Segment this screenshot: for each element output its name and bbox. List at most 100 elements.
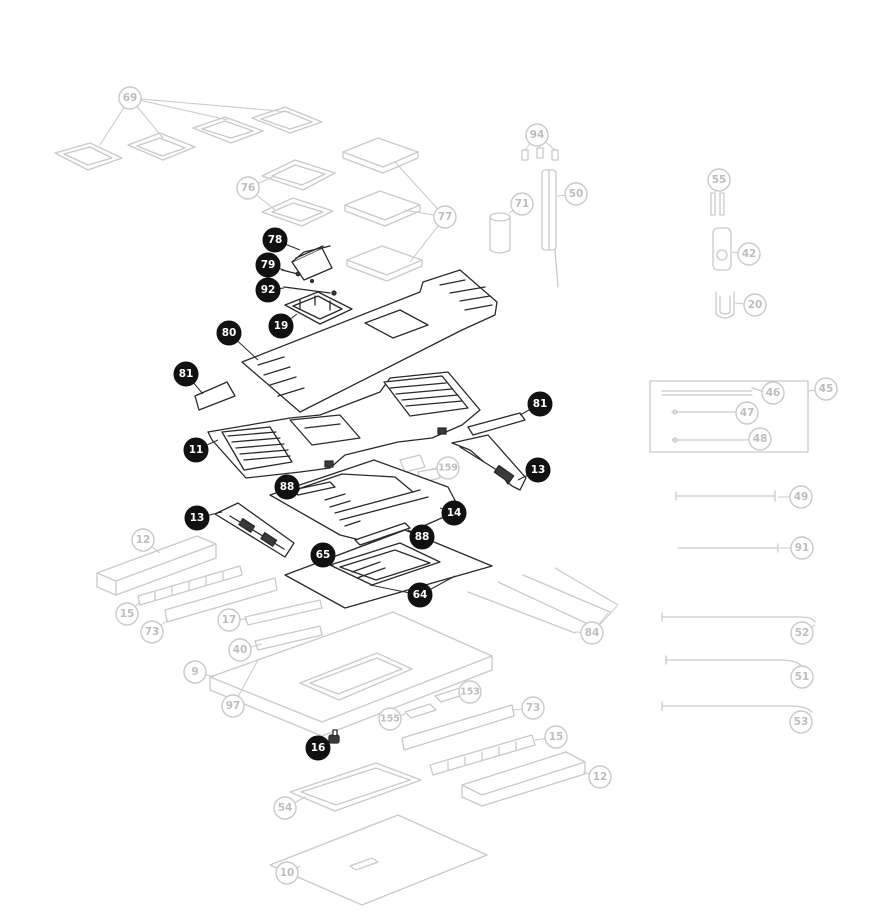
strip-part-81-right: [467, 412, 526, 436]
svg-text:76: 76: [241, 182, 256, 194]
svg-text:16: 16: [311, 742, 326, 754]
callout-65: 65: [310, 542, 336, 568]
svg-text:10: 10: [280, 867, 295, 879]
svg-text:77: 77: [438, 211, 453, 223]
plug-part-16: [328, 729, 340, 744]
svg-text:13: 13: [531, 464, 546, 476]
callout-94: 94: [525, 123, 549, 147]
strip-part-88-lower: [354, 522, 411, 546]
svg-text:65: 65: [316, 549, 331, 561]
callout-64: 64: [407, 582, 433, 608]
svg-text:40: 40: [233, 644, 248, 656]
callout-71: 71: [510, 192, 534, 216]
bar-part-73-right: [401, 704, 515, 751]
svg-text:49: 49: [794, 491, 809, 503]
screw-part-92: [283, 278, 337, 296]
svg-text:52: 52: [795, 627, 810, 639]
tray-part-77: [342, 137, 423, 282]
rod-part-91: [677, 543, 779, 553]
svg-text:15: 15: [120, 608, 135, 620]
vent-part-15-right: [429, 734, 536, 776]
svg-text:81: 81: [179, 368, 194, 380]
callout-48: 48: [748, 427, 772, 451]
svg-text:51: 51: [795, 671, 810, 683]
callout-77: 77: [433, 205, 457, 229]
svg-text:80: 80: [222, 327, 237, 339]
callout-92: 92: [255, 277, 281, 303]
callout-51: 51: [790, 665, 814, 689]
callout-40: 40: [228, 638, 252, 662]
base-part-9: [209, 611, 493, 737]
bracket-part-17: [244, 599, 323, 626]
svg-text:155: 155: [380, 714, 400, 725]
svg-text:13: 13: [190, 512, 205, 524]
callout-10: 10: [275, 861, 299, 885]
callout-47: 47: [735, 401, 759, 425]
chassis-part-11: [207, 371, 481, 479]
pin-part-79: [281, 269, 301, 277]
svg-text:50: 50: [569, 188, 584, 200]
cable-part-53: [661, 701, 813, 713]
rod-part-50: [541, 169, 559, 288]
svg-text:78: 78: [268, 234, 283, 246]
callout-49: 49: [789, 485, 813, 509]
callout-17: 17: [217, 608, 241, 632]
bar-part-73-left: [164, 577, 278, 623]
cylinder-part-71: [489, 212, 511, 254]
clip-part-94: [521, 147, 559, 161]
svg-text:64: 64: [413, 589, 428, 601]
svg-text:45: 45: [819, 383, 834, 395]
vent-part-15-left: [137, 565, 243, 606]
callout-45: 45: [814, 377, 838, 401]
svg-text:73: 73: [526, 702, 541, 714]
callout-79: 79: [255, 252, 281, 278]
svg-text:88: 88: [280, 481, 295, 493]
callout-20: 20: [743, 293, 767, 317]
callout-69: 69: [118, 86, 142, 110]
callout-15-right: 15: [544, 725, 568, 749]
small-part-55: [710, 192, 725, 216]
bar-part-13-right: [451, 434, 527, 491]
bracket-part-20: [715, 291, 735, 319]
callout-80: 80: [216, 320, 242, 346]
callout-73-right: 73: [521, 696, 545, 720]
callout-155: 155: [378, 707, 402, 731]
svg-text:91: 91: [795, 542, 810, 554]
svg-text:55: 55: [712, 174, 727, 186]
bracket-part-19: [284, 291, 353, 325]
svg-text:14: 14: [447, 507, 462, 519]
callout-19: 19: [268, 313, 294, 339]
svg-text:20: 20: [748, 299, 763, 311]
callout-78: 78: [262, 227, 288, 253]
svg-text:84: 84: [585, 627, 600, 639]
cable-part-52: [661, 612, 816, 623]
callout-13-right: 13: [525, 457, 551, 483]
callout-42: 42: [737, 242, 761, 266]
callout-88-lower: 88: [409, 524, 435, 550]
frame-part-54: [289, 762, 422, 812]
bracket-part-40: [254, 625, 323, 651]
callout-55: 55: [707, 168, 731, 192]
svg-text:73: 73: [145, 626, 160, 638]
svg-text:12: 12: [136, 534, 151, 546]
callout-84: 84: [580, 621, 604, 645]
svg-text:153: 153: [460, 687, 480, 698]
svg-text:9: 9: [191, 666, 198, 678]
faded-leader-lines: [99, 97, 827, 874]
bar-part-13-left: [214, 502, 295, 558]
callout-91: 91: [790, 536, 814, 560]
svg-text:92: 92: [261, 284, 276, 296]
callout-11: 11: [183, 437, 209, 463]
svg-text:47: 47: [740, 407, 755, 419]
highlighted-parts: [194, 245, 527, 744]
callout-76: 76: [236, 176, 260, 200]
panel-part-80: [241, 269, 498, 413]
rod-part-84: [467, 567, 619, 634]
svg-text:69: 69: [123, 92, 138, 104]
svg-text:19: 19: [274, 320, 289, 332]
callout-81-left: 81: [173, 361, 199, 387]
callout-13-left: 13: [184, 505, 210, 531]
svg-text:17: 17: [222, 614, 237, 626]
faded-parts: [54, 106, 816, 906]
callout-12-left: 12: [131, 528, 155, 552]
